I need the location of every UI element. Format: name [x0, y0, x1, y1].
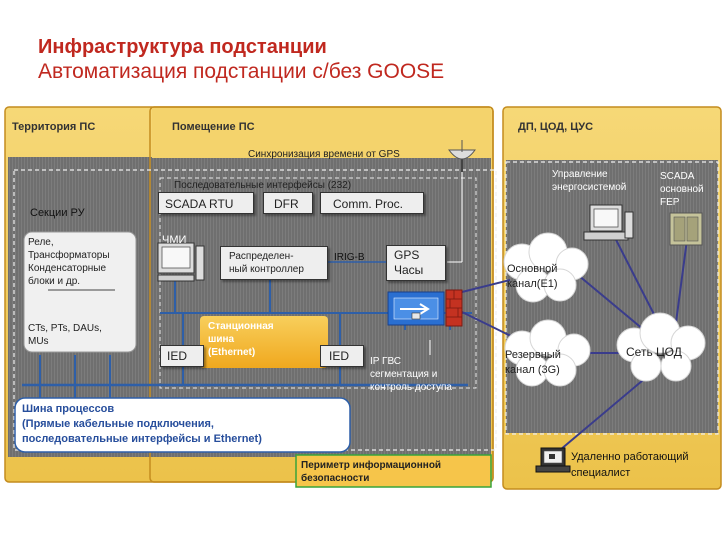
- distributed-controller[interactable]: Распределен- ный контроллер: [220, 246, 328, 280]
- gps-antenna-icon: [448, 140, 476, 172]
- link-scada-to-dc: [674, 231, 689, 331]
- remote-line2: специалист: [571, 467, 631, 479]
- distributed-controller-line1: Распределен-: [229, 251, 294, 262]
- main-channel-line1: Основной: [507, 263, 558, 275]
- firewall-icon: [387, 289, 463, 327]
- mgmt-line2: энергосистемой: [552, 182, 627, 193]
- gps-clock-line1: GPS: [394, 248, 420, 262]
- dfr-device[interactable]: DFR: [263, 192, 313, 214]
- zone-label-room: Помещение ПС: [172, 121, 255, 133]
- link-firewall-to-main: [461, 279, 511, 293]
- scada-line1: SCADA: [660, 171, 695, 182]
- sensors-list: CTs, PTs, DAUs, MUs: [28, 322, 102, 348]
- backup-channel-cloud: [504, 319, 591, 387]
- scada-server-icon: [669, 212, 703, 246]
- perimeter-line2: безопасности: [301, 473, 370, 484]
- ied-right[interactable]: IED: [320, 345, 364, 367]
- backup-channel-line2: канал (3G): [505, 364, 560, 376]
- process-bus-line1: Шина процессов: [22, 403, 115, 415]
- equipment-line3: Конденсаторные: [28, 263, 107, 274]
- grid-management-label: Управление энергосистемой: [552, 168, 626, 194]
- link-firewall-to-backup: [461, 311, 516, 339]
- irig-label: IRIG-B: [334, 252, 365, 263]
- main-channel-label: Основной канал(E1): [507, 262, 558, 292]
- remote-specialist-label: Удаленно работающий специалист: [571, 449, 689, 481]
- ipgvs-line3: контроль доступа: [370, 382, 452, 393]
- ied-left[interactable]: IED: [160, 345, 204, 367]
- workstation-icon: [583, 204, 634, 241]
- station-bus-line1: Станционная: [208, 321, 274, 332]
- station-bus-band: [200, 316, 328, 368]
- perimeter-label: Периметр информационной безопасности: [301, 459, 441, 485]
- perimeter-line1: Периметр информационной: [301, 460, 442, 471]
- station-bus-line3: (Ethernet): [208, 347, 256, 358]
- gps-sync-label: Синхронизация времени от GPS: [248, 149, 400, 160]
- sensors-line2: MUs: [28, 336, 49, 347]
- gps-clock[interactable]: GPS Часы: [386, 245, 446, 281]
- link-remote-to-dc: [559, 369, 656, 451]
- perimeter-box: [295, 454, 492, 488]
- equipment-card: [23, 231, 137, 353]
- scada-line2: основной: [660, 184, 704, 195]
- remote-line1: Удаленно работающий: [571, 451, 689, 463]
- scada-line3: FEP: [660, 197, 680, 208]
- gps-clock-line2: Часы: [394, 263, 424, 277]
- room-header: [152, 108, 491, 158]
- process-bus-label: Шина процессов (Прямые кабельные подключ…: [22, 402, 262, 447]
- hmi-computer-icon: [157, 242, 205, 282]
- process-bus-line3: последовательные интерфейсы и Ethernet): [22, 433, 262, 445]
- dc-network-cloud: [616, 312, 706, 382]
- mgmt-line1: Управление: [552, 169, 608, 180]
- link-mgmt-to-dc: [609, 227, 663, 331]
- station-bus-label: Станционная шина (Ethernet): [208, 320, 274, 359]
- page-title: Инфраструктура подстанции: [38, 36, 327, 58]
- hmi-label: ЧМИ: [162, 234, 187, 246]
- process-bus-box: [14, 397, 351, 453]
- equipment-list: Реле, Трансформаторы Конденсаторные блок…: [28, 236, 110, 288]
- dc-network-label: Сеть ЦОД: [626, 345, 682, 359]
- sensors-line1: CTs, PTs, DAUs,: [28, 323, 102, 334]
- equipment-line2: Трансформаторы: [28, 250, 110, 261]
- backup-channel-line1: Резервный: [505, 349, 561, 361]
- control-center-dashed-border: [505, 161, 719, 435]
- station-bus-line2: шина: [208, 334, 235, 345]
- ipgvs-line2: сегментация и: [370, 369, 438, 380]
- zone-label-control-center: ДП, ЦОД, ЦУС: [518, 121, 594, 133]
- comm-proc-device[interactable]: Comm. Proc.: [320, 192, 424, 214]
- room-dashed-border: [159, 177, 477, 389]
- laptop-icon: [535, 447, 571, 473]
- serial-interfaces-label: Последовательные интерфейсы (232): [174, 180, 352, 191]
- equipment-line4: блоки и др.: [28, 276, 81, 287]
- zone-label-territory: Территория ПС: [12, 121, 96, 133]
- main-channel-line2: канал(E1): [507, 278, 558, 290]
- page-subtitle: Автоматизация подстанции с/без GOOSE: [38, 60, 445, 83]
- equipment-line1: Реле,: [28, 237, 54, 248]
- ipgvs-line1: IP ГВС: [370, 356, 402, 367]
- main-channel-cloud: [503, 232, 589, 303]
- scada-fep-label: SCADA основной FEP: [660, 170, 704, 209]
- process-bus-line2: (Прямые кабельные подключения,: [22, 418, 214, 430]
- ipgvs-label: IP ГВС сегментация и контроль доступа: [370, 355, 452, 394]
- distributed-controller-line2: ный контроллер: [229, 264, 304, 275]
- scada-rtu-device[interactable]: SCADA RTU: [158, 192, 254, 214]
- switchgear-sections-label: Секции РУ: [30, 207, 85, 219]
- backup-channel-label: Резервный канал (3G): [505, 348, 561, 378]
